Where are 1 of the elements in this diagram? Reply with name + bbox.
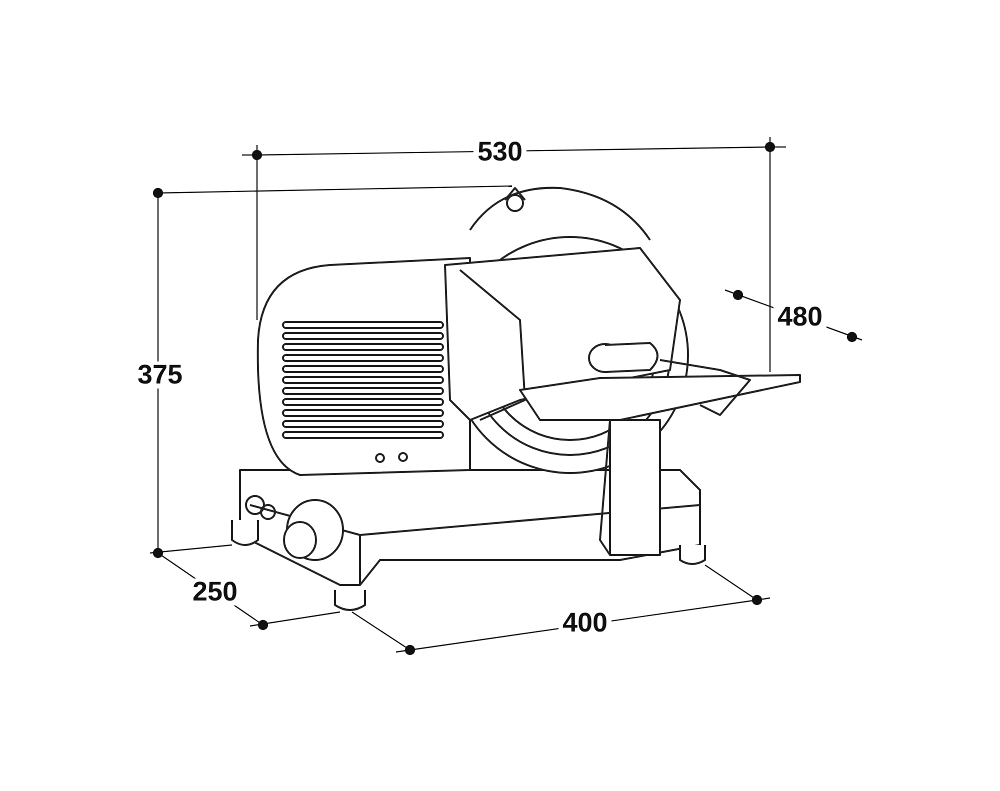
dimension-label: 480 <box>773 304 827 330</box>
